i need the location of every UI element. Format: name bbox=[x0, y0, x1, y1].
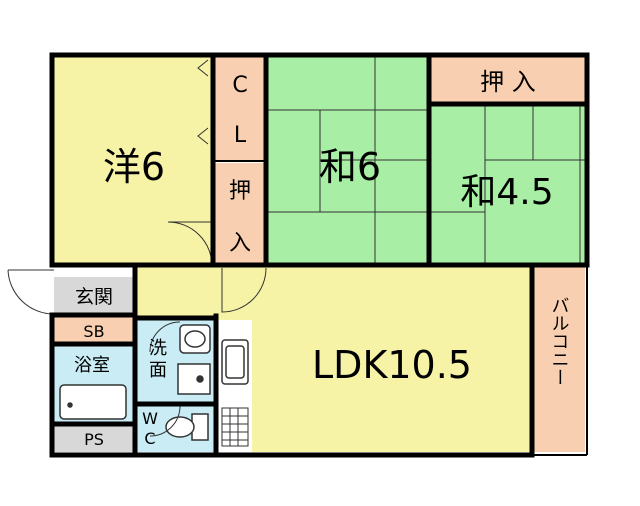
closet-label-bottom: L bbox=[234, 123, 247, 148]
entrance-label: 玄関 bbox=[75, 286, 113, 308]
oshiire-center bbox=[215, 163, 265, 263]
japanese-room-4-5-label: 和4.5 bbox=[460, 172, 553, 213]
entrance bbox=[54, 277, 134, 314]
tatami-lines-4-5 bbox=[431, 106, 585, 263]
japanese-room-4-5 bbox=[431, 106, 585, 263]
pipe-space-label: PS bbox=[84, 430, 104, 449]
western-room-label: 洋6 bbox=[103, 145, 165, 189]
kitchen-sink bbox=[221, 339, 249, 385]
hall bbox=[136, 266, 218, 316]
washroom-label-top: 洗 bbox=[149, 338, 167, 359]
tatami-lines-6 bbox=[268, 57, 428, 263]
japanese-room-6-label: 和6 bbox=[319, 145, 381, 189]
bathtub bbox=[59, 384, 127, 420]
western-room bbox=[54, 57, 212, 263]
bathroom-label: 浴室 bbox=[74, 355, 110, 376]
stove bbox=[221, 407, 249, 447]
washbasin bbox=[179, 324, 211, 354]
oshiire-right-label: 押 入 bbox=[480, 68, 536, 96]
ldk-room bbox=[218, 266, 530, 452]
pipe-space bbox=[54, 426, 134, 452]
balcony bbox=[533, 266, 585, 452]
oshiire-center-label-top: 押 bbox=[229, 179, 251, 204]
closet bbox=[215, 57, 265, 160]
ldk-label: LDK10.5 bbox=[312, 343, 472, 387]
balcony-label: バルコニー bbox=[549, 296, 570, 386]
washing-machine bbox=[177, 363, 211, 395]
oshiire-center-label-bottom: 入 bbox=[229, 231, 251, 256]
shoe-box bbox=[54, 317, 134, 343]
oshiire-right bbox=[431, 57, 585, 103]
closet-label-top: C bbox=[232, 73, 247, 98]
toilet-label-top: W bbox=[142, 409, 158, 428]
shoe-box-label: SB bbox=[83, 322, 104, 341]
washroom-label-bottom: 面 bbox=[149, 360, 167, 381]
toilet-label-bottom: C bbox=[144, 429, 155, 448]
toilet-bowl bbox=[165, 413, 209, 441]
thin-partitions bbox=[213, 160, 588, 456]
door-swings bbox=[7, 59, 267, 437]
